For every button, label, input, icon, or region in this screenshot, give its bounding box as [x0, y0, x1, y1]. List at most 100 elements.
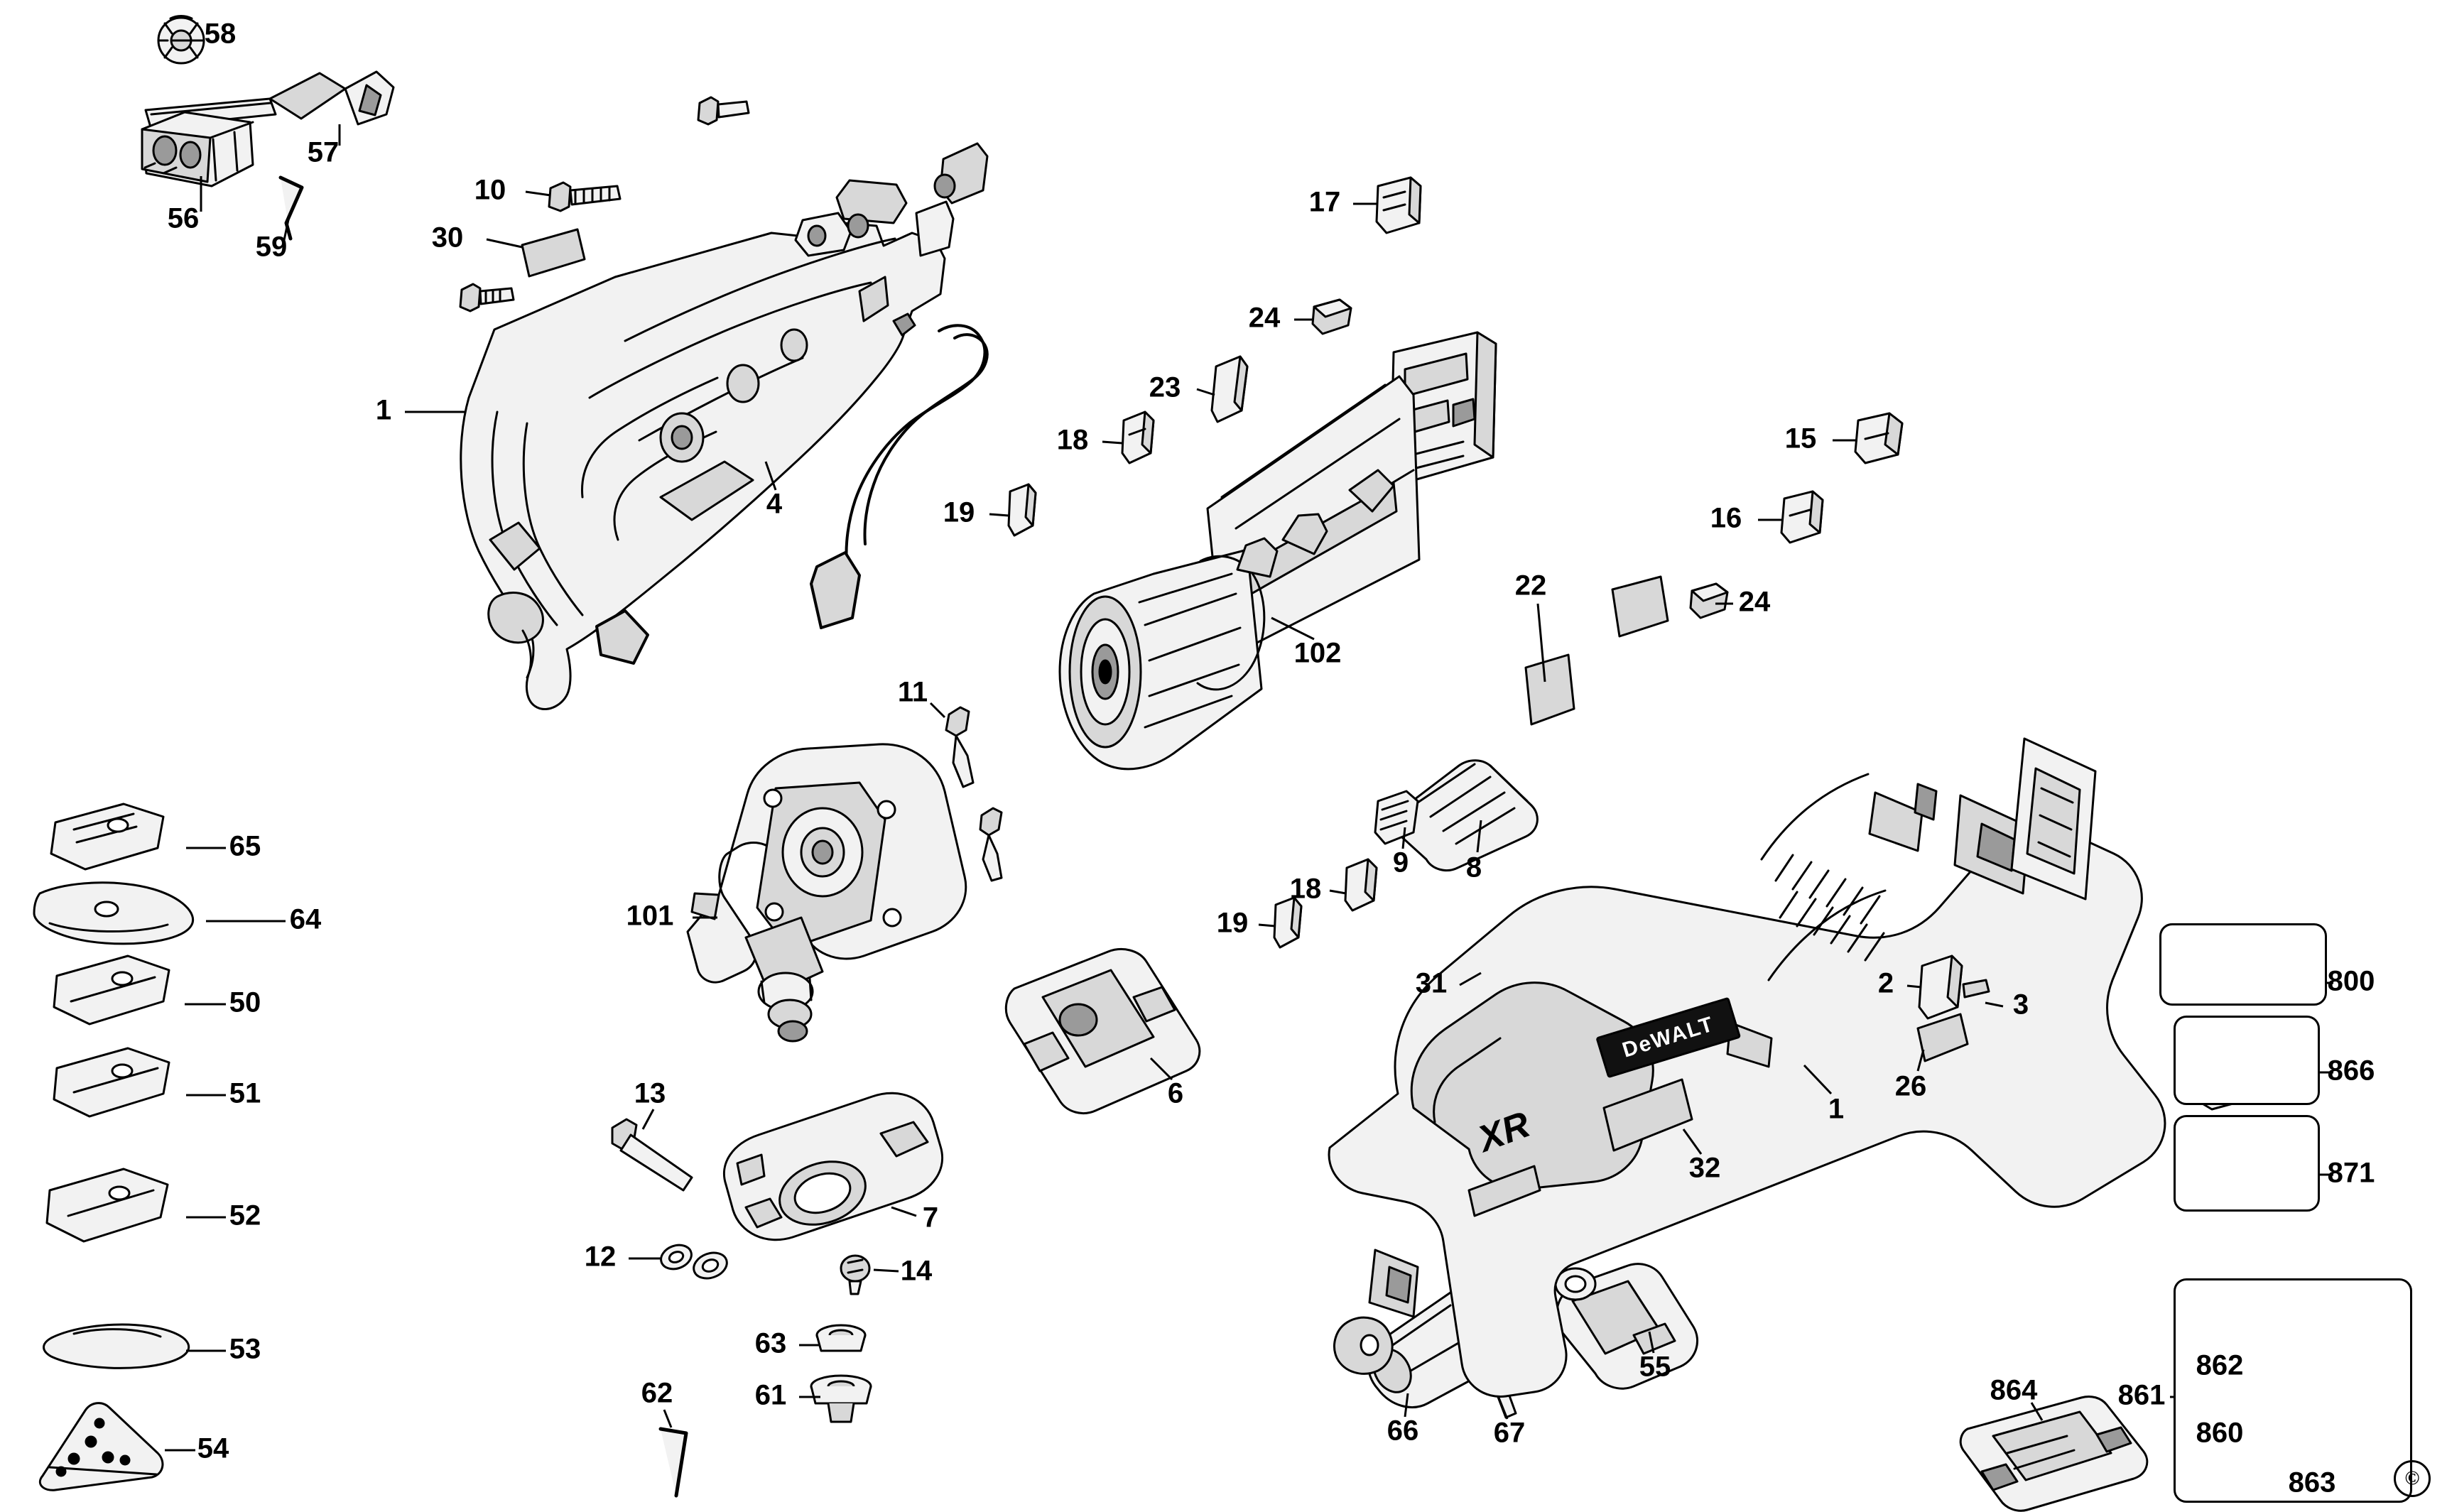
- callout-label-22: 22: [1514, 570, 1547, 602]
- part-14-screw: [840, 1254, 871, 1295]
- callout-label-31: 31: [1415, 967, 1448, 999]
- callout-label-3: 3: [2012, 989, 2029, 1021]
- part-11-screw-b: [979, 807, 1003, 882]
- leader-line-19b: [1258, 923, 1276, 928]
- callout-label-864: 864: [1990, 1374, 2038, 1406]
- callout-label-18b: 18: [1289, 873, 1322, 905]
- leader-line-14: [873, 1268, 899, 1273]
- part-51-blade: [53, 1047, 170, 1118]
- callout-label-24b: 24: [1738, 586, 1771, 618]
- part-24b-block: [1689, 582, 1729, 619]
- part-59-wire: [278, 175, 304, 241]
- callout-label-15: 15: [1784, 423, 1817, 455]
- callout-label-14: 14: [900, 1255, 933, 1287]
- callout-label-16: 16: [1710, 502, 1742, 534]
- callout-label-24a: 24: [1248, 302, 1281, 334]
- part-18a-clip: [1121, 410, 1155, 464]
- callout-label-63: 63: [754, 1327, 787, 1359]
- part-50-blade: [53, 954, 170, 1026]
- part-19a-clip: [1007, 483, 1037, 537]
- copyright-mark: ©: [2394, 1460, 2431, 1497]
- leader-line-31: [1459, 972, 1482, 986]
- callout-label-101: 101: [626, 900, 674, 932]
- part-23-plate: [1210, 355, 1249, 423]
- callout-label-32: 32: [1688, 1152, 1721, 1184]
- part-30-label: [521, 228, 586, 278]
- part-24a-block: [1311, 298, 1352, 335]
- accessory-box-800: [2159, 923, 2327, 1006]
- leader-line-62: [663, 1409, 673, 1428]
- callout-label-53: 53: [229, 1333, 261, 1365]
- part-61-flange: [810, 1374, 872, 1423]
- callout-label-10: 10: [474, 174, 506, 206]
- callout-label-11: 11: [897, 676, 928, 708]
- leader-line-9: [1401, 827, 1406, 849]
- part-62-hexkey: [658, 1427, 688, 1498]
- leader-line-23: [1196, 388, 1215, 396]
- accessory-box-861: [2174, 1278, 2412, 1503]
- part-102-motor-assembly: [1058, 331, 1497, 771]
- leader-line-59: [283, 212, 291, 241]
- part-64-blade: [33, 881, 195, 945]
- leader-line-8: [1476, 820, 1482, 853]
- leader-line-10: [525, 190, 551, 197]
- callout-label-863: 863: [2288, 1467, 2336, 1499]
- part-18b-clip: [1344, 858, 1378, 912]
- callout-label-19b: 19: [1216, 907, 1249, 939]
- leader-line-2: [1906, 984, 1922, 989]
- leader-line-66: [1404, 1393, 1409, 1418]
- leader-line-32: [1682, 1128, 1703, 1155]
- callout-label-54: 54: [197, 1432, 229, 1464]
- callout-label-30: 30: [431, 222, 464, 254]
- leader-line-6: [1149, 1057, 1173, 1081]
- callout-label-62: 62: [641, 1377, 673, 1409]
- part-10-screw-b: [459, 283, 515, 312]
- callout-label-51: 51: [229, 1077, 261, 1109]
- callout-label-1b: 1: [1828, 1093, 1845, 1125]
- part-56-clamp: [141, 111, 254, 187]
- callout-label-61: 61: [754, 1379, 787, 1411]
- leader-line-18a: [1102, 440, 1123, 445]
- callout-label-800: 800: [2327, 965, 2375, 997]
- part-864-kitbase: [1959, 1395, 2149, 1512]
- callout-label-866: 866: [2327, 1055, 2375, 1087]
- part-63-bushing: [815, 1324, 867, 1352]
- leader-line-4: [764, 461, 777, 491]
- part-15-clip: [1854, 412, 1904, 464]
- leader-line-19a: [989, 513, 1009, 517]
- callout-label-59: 59: [255, 231, 288, 263]
- part-13-pin: [611, 1118, 693, 1192]
- leader-line-30: [486, 238, 523, 249]
- callout-label-102: 102: [1293, 637, 1342, 669]
- callout-label-57: 57: [307, 136, 340, 168]
- part-10-screw: [548, 181, 622, 212]
- part-11-screw: [945, 706, 975, 788]
- leader-line-18b: [1329, 889, 1347, 895]
- leader-line-1b: [1803, 1064, 1833, 1095]
- leader-line-7: [891, 1206, 917, 1217]
- part-16-clip: [1780, 490, 1824, 544]
- accessory-box-871: [2174, 1115, 2320, 1212]
- leader-line-26: [1916, 1049, 1925, 1072]
- callout-label-52: 52: [229, 1200, 261, 1231]
- leader-line-13: [641, 1109, 655, 1130]
- part-53-scraper: [43, 1323, 190, 1369]
- callout-label-65: 65: [229, 830, 261, 862]
- leader-line-55: [1648, 1331, 1655, 1354]
- part-54-pad: [38, 1402, 164, 1491]
- callout-label-861: 861: [2117, 1379, 2166, 1411]
- callout-label-13: 13: [634, 1077, 666, 1109]
- part-65-blade: [50, 803, 165, 871]
- leader-line-11: [929, 702, 946, 719]
- leader-line-67: [1497, 1397, 1509, 1420]
- callout-label-17: 17: [1308, 186, 1341, 218]
- accessory-box-866: [2174, 1016, 2320, 1105]
- callout-label-55: 55: [1639, 1351, 1671, 1383]
- part-22-plates: [1524, 575, 1669, 726]
- callout-label-1: 1: [375, 394, 392, 426]
- callout-label-23: 23: [1149, 371, 1181, 403]
- callout-label-66: 66: [1387, 1415, 1419, 1447]
- leader-line-102: [1271, 616, 1315, 641]
